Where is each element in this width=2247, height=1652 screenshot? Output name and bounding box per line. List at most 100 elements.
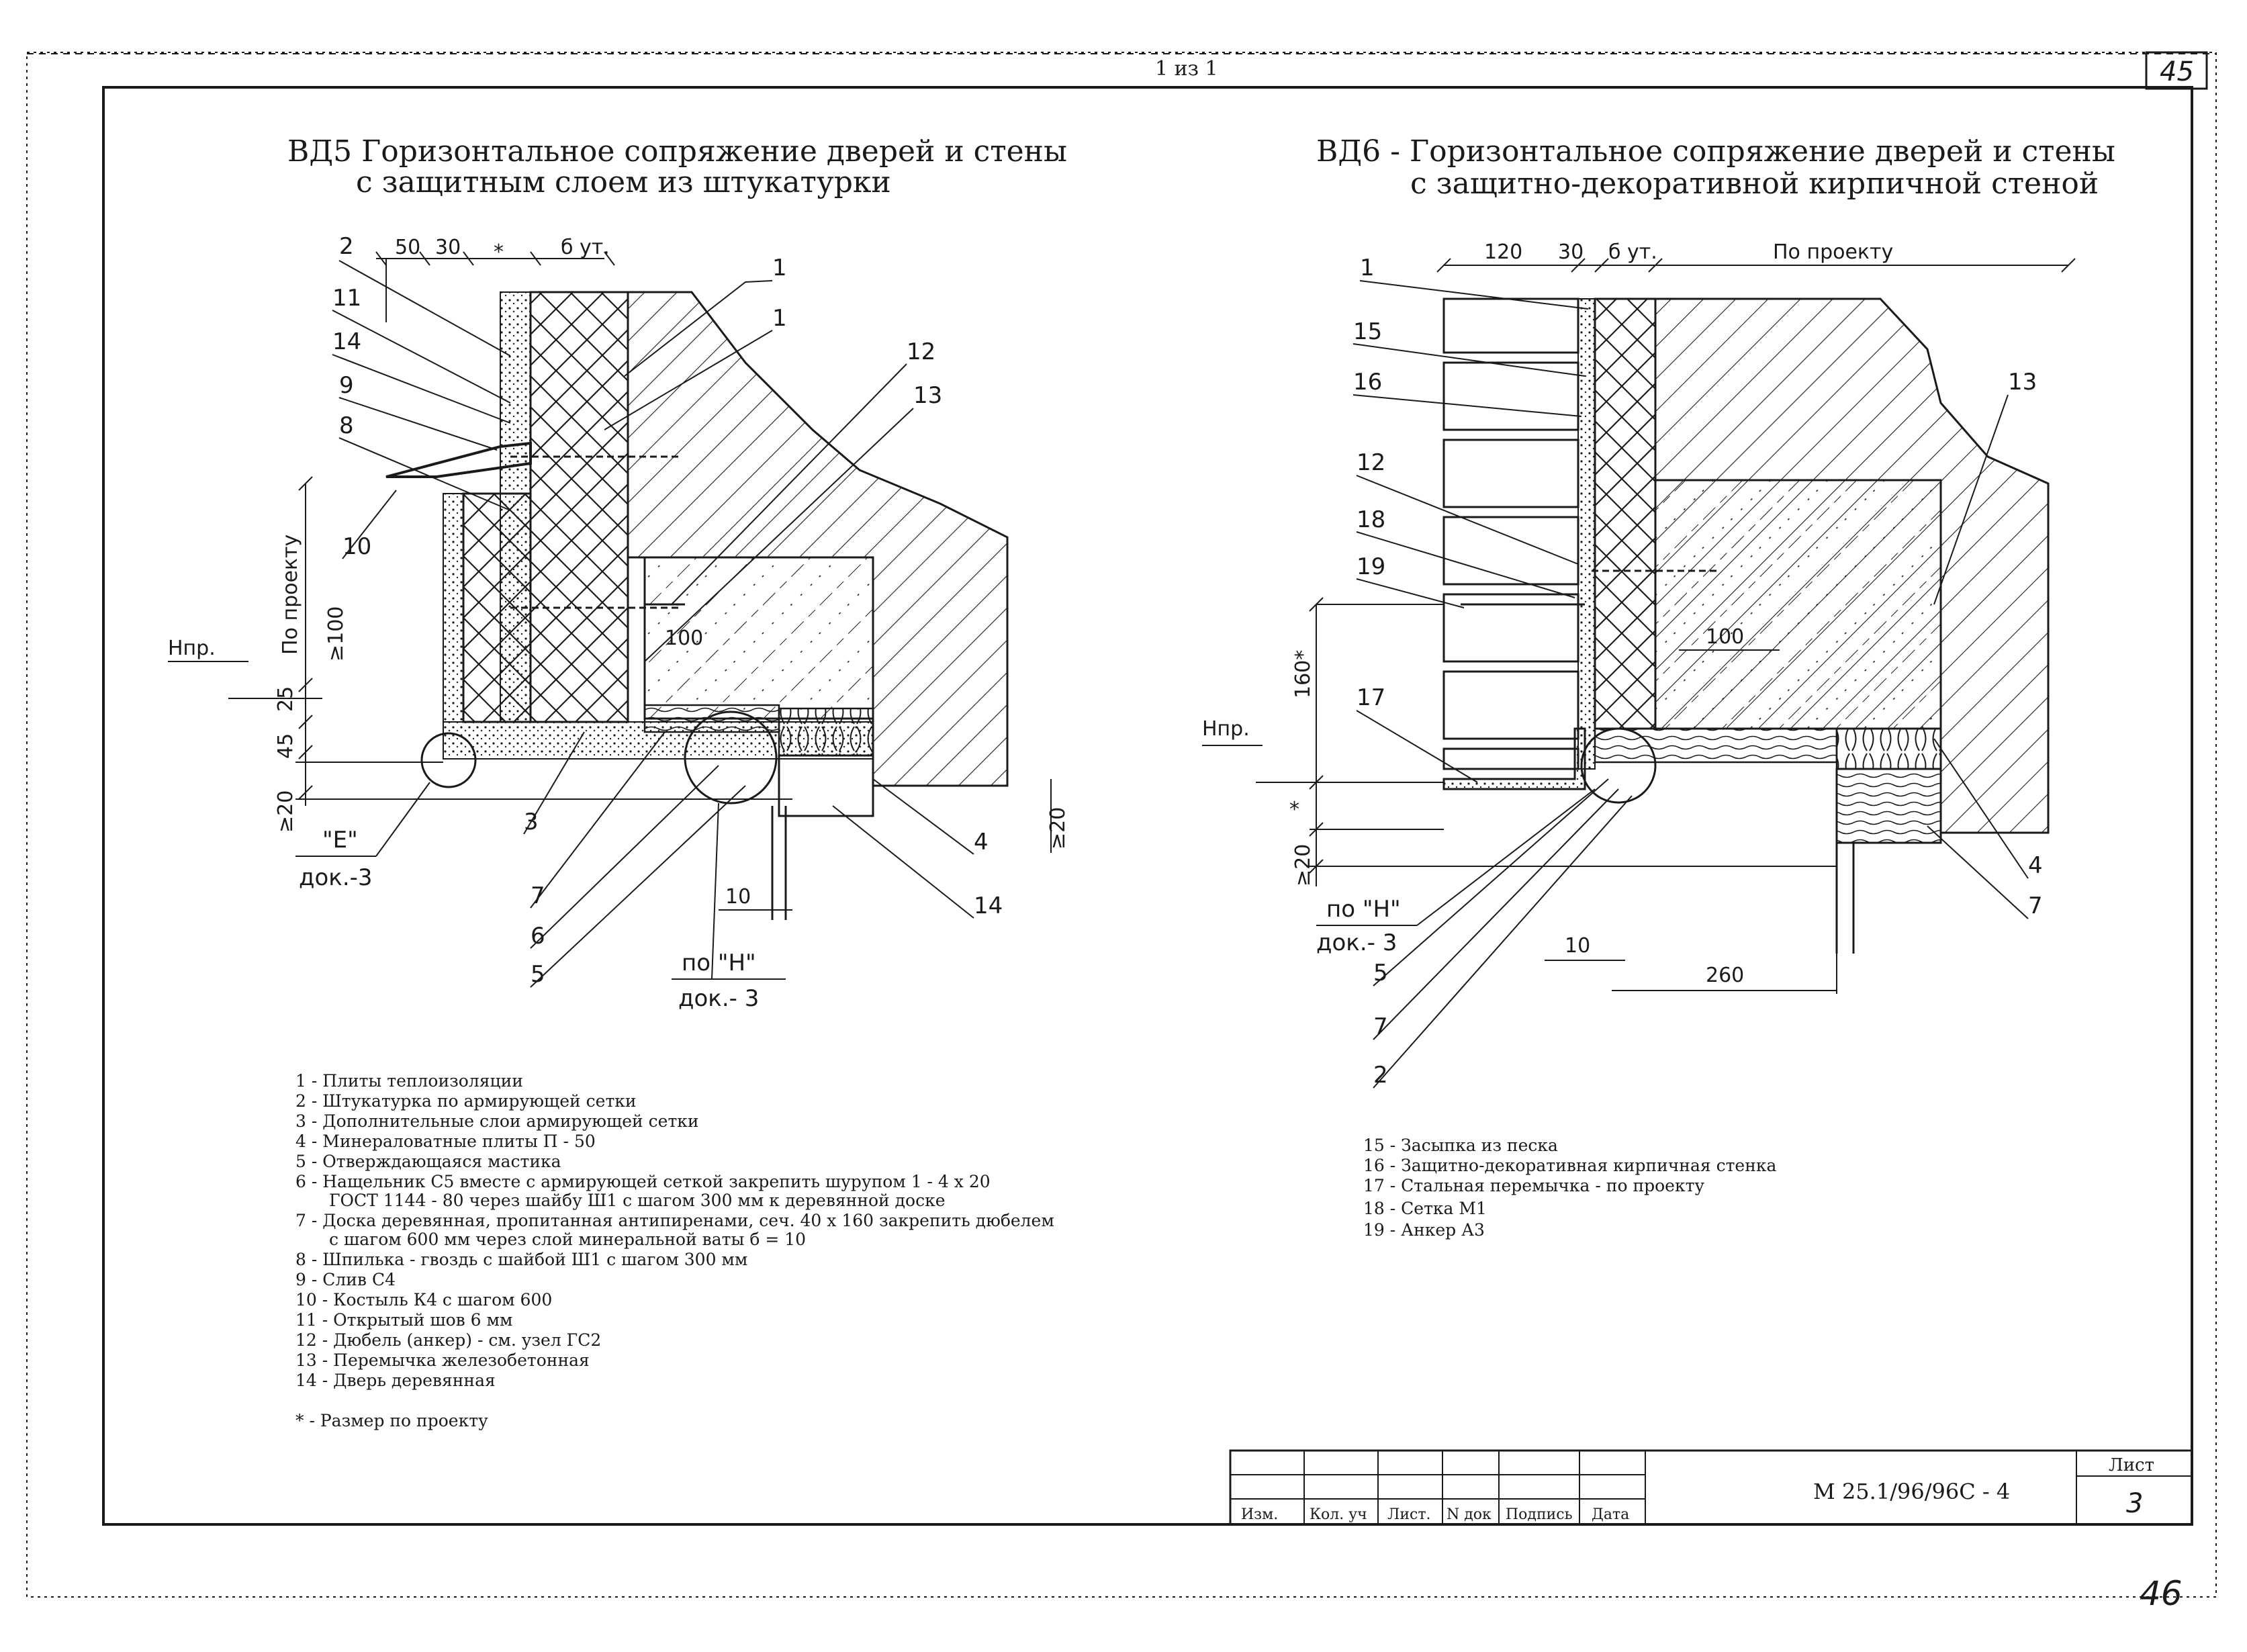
vd5-title-line1: ВД5 Горизонтальное сопряжение дверей и с… <box>287 134 1067 169</box>
vd5-legend-item: 13 - Перемычка железобетонная <box>295 1350 590 1370</box>
vd5-door-leaf <box>771 806 787 920</box>
corner-box <box>2145 51 2208 90</box>
vd5-detail-e-label: "Е" <box>322 827 358 854</box>
vd5-callout-1b: 1 <box>772 305 787 332</box>
title-block-header: N док <box>1447 1506 1492 1523</box>
vd5-dim-po-proektu: По проекту <box>279 535 302 655</box>
vd5-dim-left-ticks <box>298 476 313 800</box>
vd5-detail-e-leader <box>375 782 430 857</box>
vd6-dim-120: 120 <box>1484 240 1522 264</box>
vd5-footnote: * - Размер по проекту <box>295 1411 488 1430</box>
vd5-dim-100b: 100 <box>665 627 703 650</box>
vd5-detail-h-label: по "Н" <box>682 950 756 976</box>
vd6-dim-10: 10 <box>1565 934 1590 958</box>
vd6-brick-veneer <box>1442 297 1579 770</box>
vd5-legend-item: с шагом 600 мм через слой минеральной ва… <box>329 1230 806 1249</box>
vd5-dim-50: 50 <box>395 236 420 259</box>
vd6-dim-20: ≥20 <box>1291 844 1315 886</box>
vd6-dim-top-ticks <box>1436 258 2076 273</box>
vd5-callout-5: 5 <box>531 961 545 988</box>
title-block-header: Кол. уч <box>1310 1506 1367 1523</box>
vd5-legend-item: ГОСТ 1144 - 80 через шайбу Ш1 с шагом 30… <box>329 1191 946 1210</box>
vd6-callout-5: 5 <box>1373 960 1388 986</box>
vd5-detail-h-leader <box>711 802 719 980</box>
vd6-callout-12: 12 <box>1357 449 1385 476</box>
vd5-callout-14a: 14 <box>332 328 361 355</box>
vd5-dim-dut: б ут. <box>561 236 610 259</box>
vd5-detail-h-doc: док.- 3 <box>678 985 759 1012</box>
vd5-callout-8: 8 <box>339 412 354 439</box>
vd5-legend-item: 9 - Слив С4 <box>295 1270 396 1289</box>
vd6-dim-160: 160* <box>1291 650 1315 698</box>
vd6-dim-dut: б ут. <box>1608 240 1657 264</box>
vd6-dim-260: 260 <box>1706 964 1744 987</box>
vd6-concrete-lintel <box>1654 479 1942 730</box>
vd5-dim-25: 25 <box>274 686 297 712</box>
vd5-dim-10: 10 <box>725 885 751 909</box>
top-stamp: 1 из 1 <box>1155 57 1218 81</box>
vd5-legend-item: 3 - Дополнительные слои армирующей сетки <box>295 1111 699 1131</box>
vd5-drip-sill <box>385 441 532 478</box>
vd6-legend: 15 - Засыпка из песка 16 - Защитно-декор… <box>1363 1136 1777 1240</box>
vd5-legend-item: 4 - Минераловатные плиты П - 50 <box>295 1132 596 1151</box>
vd5-legend-item: 14 - Дверь деревянная <box>295 1371 496 1390</box>
vd5-door <box>778 754 874 817</box>
vd6-leaders <box>1352 280 2029 1089</box>
vd5-detail-h-circle <box>684 710 778 805</box>
vd6-callout-13: 13 <box>2008 369 2037 396</box>
vd5-callout-2: 2 <box>339 233 354 260</box>
vd6-callout-17: 17 <box>1357 684 1385 711</box>
vd5-detail-e-circle <box>420 732 477 788</box>
title-block-grid <box>1230 1451 2192 1524</box>
vd5-legend-item: 1 - Плиты теплоизоляции <box>295 1071 523 1091</box>
title-block: Изм. Кол. уч Лист. N док Подпись Дата М … <box>1229 1449 2193 1526</box>
vd5-dim-ticks <box>375 251 615 266</box>
vd5-legend-item: 12 - Дюбель (анкер) - см. узел ГС2 <box>295 1330 601 1350</box>
vd5-callout-12: 12 <box>907 338 935 365</box>
corner-number-bottom: 46 <box>2140 1574 2183 1613</box>
doc-code: М 25.1/96/96С - 4 <box>1813 1479 2010 1504</box>
vd6-dim-po-proektu: По проекту <box>1773 240 1893 264</box>
vd5-dim-20: ≥20 <box>274 790 297 833</box>
vd5-legend-item: 7 - Доска деревянная, пропитанная антипи… <box>295 1211 1054 1230</box>
vd6-title-line2: с защитно-декоративной кирпичной стеной <box>1410 167 2099 201</box>
vd6-legend-item: 16 - Защитно-декоративная кирпичная стен… <box>1363 1156 1777 1175</box>
vd5-dim-20-right: ≥20 <box>1046 807 1070 850</box>
vd6-detail-h-circle <box>1580 727 1657 804</box>
vd6-legend-item: 19 - Анкер А3 <box>1363 1220 1485 1240</box>
vd6-door-frame <box>1835 768 1942 844</box>
vd6-diagram: ВД6 - Горизонтальное сопряжение дверей и… <box>1202 134 2115 1240</box>
vd5-title-line2: с защитным слоем из штукатурки <box>356 165 891 199</box>
vd6-steel-lintel <box>1442 727 1586 790</box>
vd5-dim-30: 30 <box>435 236 461 259</box>
vd6-dim-star: * <box>1289 798 1299 821</box>
vd5-mineral-wool <box>778 707 874 757</box>
vd5-insulation-upper <box>529 291 629 723</box>
vd6-callout-7: 7 <box>1373 1013 1388 1040</box>
vd6-insulation <box>1594 297 1657 730</box>
vd6-detail-h-label: по "Н" <box>1326 896 1401 923</box>
vd6-callout-19: 19 <box>1357 553 1385 580</box>
vd6-callout-7r: 7 <box>2028 892 2043 919</box>
vd5-callout-1a: 1 <box>772 255 787 281</box>
vd6-wood-board <box>1594 727 1838 764</box>
vd6-callout-1: 1 <box>1360 255 1375 281</box>
vd6-detail-h-leader <box>1416 788 1596 926</box>
vd5-legend-item: 8 - Шпилька - гвоздь с шайбой Ш1 с шагом… <box>295 1250 747 1269</box>
vd5-callout-9: 9 <box>339 372 354 399</box>
vd6-title-line1: ВД6 - Горизонтальное сопряжение дверей и… <box>1316 134 2115 169</box>
vd5-legend: 1 - Плиты теплоизоляции 2 - Штукатурка п… <box>295 1071 1054 1430</box>
vd6-dim-100: 100 <box>1706 625 1744 649</box>
vd5-callout-6: 6 <box>531 923 545 950</box>
vd6-dim-hpr: Нпр. <box>1202 717 1250 741</box>
vd5-dim-100: ≥100 <box>324 606 348 661</box>
vd5-plaster-vertical <box>443 493 464 723</box>
outer-frame <box>26 52 2217 1598</box>
vd6-callout-2: 2 <box>1373 1062 1388 1089</box>
vd6-callout-16: 16 <box>1353 369 1382 396</box>
vd5-dim-star: * <box>494 240 504 264</box>
sheet-label: Лист <box>2109 1455 2154 1475</box>
title-block-header: Подпись <box>1506 1506 1573 1523</box>
vd5-legend-item: 11 - Открытый шов 6 мм <box>295 1310 512 1330</box>
